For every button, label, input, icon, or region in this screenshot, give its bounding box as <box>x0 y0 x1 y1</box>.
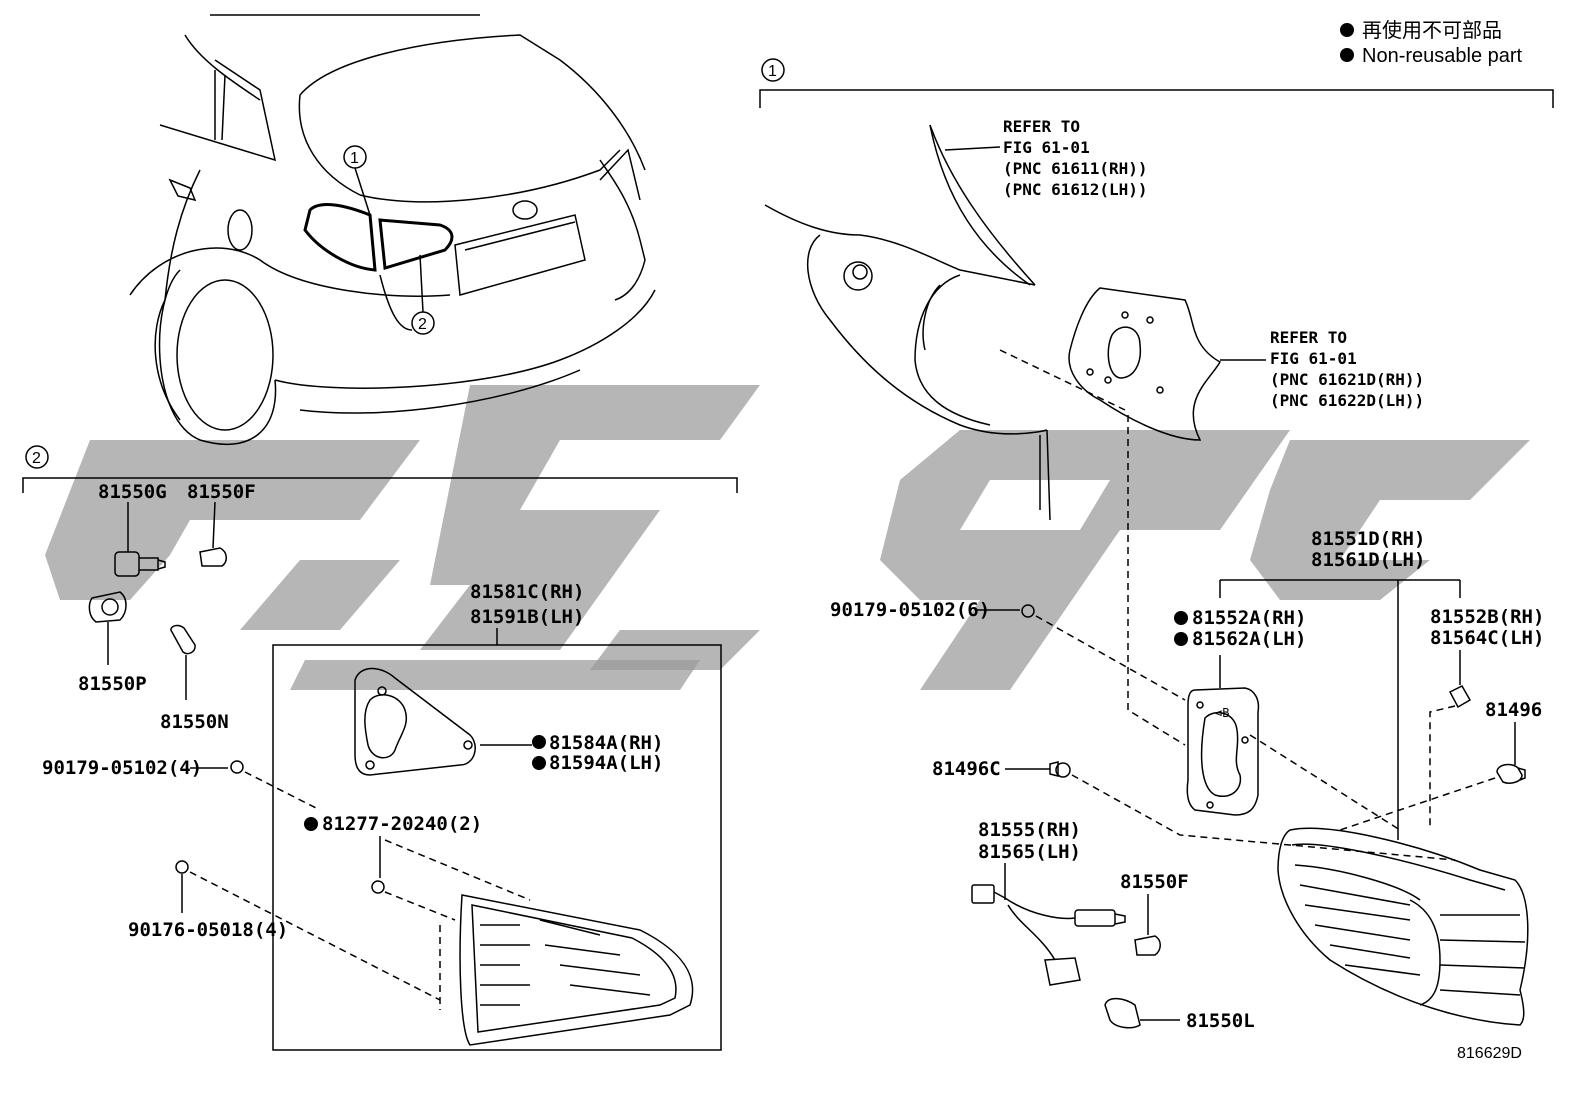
non-reusable-dot-icon <box>1340 23 1354 37</box>
ref-b-line4: (PNC 61622D(LH)) <box>1270 391 1424 410</box>
ref-a-line1: REFER TO <box>1003 117 1080 136</box>
non-reusable-dot-icon <box>304 817 318 831</box>
label-81550F-section2: 81550F <box>187 481 256 503</box>
label-81550G: 81550G <box>98 481 167 503</box>
figure-code: 816629D <box>1457 1045 1522 1062</box>
inner-lens-icon <box>459 894 694 1046</box>
label-81584A: 81584A(RH) <box>549 732 663 754</box>
non-reusable-dot-icon <box>532 735 546 749</box>
legend-japanese: 再使用不可部品 <box>1362 19 1502 42</box>
wedge-bulb-81550F-icon <box>199 547 227 567</box>
label-81496C: 81496C <box>932 758 1001 780</box>
reference-note-b: REFER TO FIG 61-01 (PNC 61621D(RH)) (PNC… <box>1220 328 1424 410</box>
clip-81496C-icon <box>1049 761 1071 778</box>
label-81552B: 81552B(RH) <box>1430 606 1544 628</box>
label-81550P: 81550P <box>78 673 147 695</box>
screw-90176-icon <box>175 860 189 874</box>
ref-a-line3: (PNC 61611(RH)) <box>1003 159 1148 178</box>
label-90179-05102-6: 90179-05102(6) <box>830 599 990 621</box>
label-81562A: 81562A(LH) <box>1192 628 1306 650</box>
ref-b-line3: (PNC 61621D(RH)) <box>1270 370 1424 389</box>
section-1-number: 1 <box>768 63 777 80</box>
label-90176-05018-4: 90176-05018(4) <box>128 919 288 941</box>
callout-2-number: 2 <box>418 316 427 333</box>
wedge-bulb-81550F-section1-icon <box>1134 935 1161 956</box>
gasket-mark: ⊲B <box>1215 706 1229 720</box>
label-81550N: 81550N <box>160 711 229 733</box>
label-81564C: 81564C(LH) <box>1430 627 1544 649</box>
label-81552A: 81552A(RH) <box>1192 607 1306 629</box>
socket-81550P-icon <box>88 591 127 623</box>
clip-81496-icon <box>1496 763 1526 784</box>
label-81565: 81565(LH) <box>978 841 1081 863</box>
non-reusable-dot-icon <box>532 756 546 770</box>
ref-b-line2: FIG 61-01 <box>1270 349 1357 368</box>
watermark-logo <box>45 385 1530 690</box>
gasket-81552A-icon: ⊲B <box>1186 687 1260 816</box>
label-81551D: 81551D(RH) <box>1311 528 1425 550</box>
pad-81552B-icon <box>1448 685 1472 709</box>
inner-lamp-assembly: 81581C(RH) 81591B(LH) 81584A(RH) 81594A(… <box>272 581 722 1051</box>
section-2: 2 <box>22 445 738 493</box>
label-81581C: 81581C(RH) <box>470 581 584 603</box>
section-1: 1 <box>759 58 1554 108</box>
label-81555: 81555(RH) <box>978 819 1081 841</box>
outer-lamp-icon <box>1277 827 1529 1026</box>
label-81550L: 81550L <box>1186 1010 1255 1032</box>
bulb-81550L-icon <box>1104 997 1141 1029</box>
callout-1-icon <box>343 145 367 169</box>
callout-1-number: 1 <box>350 150 359 167</box>
reference-note-a: REFER TO FIG 61-01 (PNC 61611(RH)) (PNC … <box>944 117 1148 199</box>
section-2-number: 2 <box>32 450 41 467</box>
assembly-frame <box>272 644 722 1051</box>
label-81496: 81496 <box>1485 699 1542 721</box>
bulb-81550N-icon <box>170 624 196 655</box>
legend: 再使用不可部品 Non-reusable part <box>1340 19 1523 67</box>
screw-90179-section1-icon <box>1021 604 1035 618</box>
section-1-parts: 81551D(RH) 81561D(LH) 90179-05102(6) 815… <box>830 528 1544 1032</box>
wire-harness-icon <box>971 884 1126 986</box>
non-reusable-dot-icon <box>1340 48 1354 62</box>
section-2-parts: 81550G 81550F 81550P 81550N 90179-05102(… <box>42 481 441 1001</box>
section-1-callout-icon <box>761 58 785 82</box>
label-81277-20240: 81277-20240(2) <box>322 813 482 835</box>
ref-a-line4: (PNC 61612(LH)) <box>1003 180 1148 199</box>
legend-english: Non-reusable part <box>1362 45 1523 67</box>
callout-2-icon <box>411 311 435 335</box>
bulb-81550G-icon <box>114 551 166 577</box>
quarter-panel-illustration <box>764 124 1222 746</box>
label-81594A: 81594A(LH) <box>549 752 663 774</box>
vehicle-rear-illustration: 1 2 <box>129 14 656 445</box>
nut-81277-icon <box>371 880 385 894</box>
ref-a-line2: FIG 61-01 <box>1003 138 1090 157</box>
label-90179-05102-4: 90179-05102(4) <box>42 757 202 779</box>
non-reusable-dot-icon <box>1174 611 1188 625</box>
gasket-81584A-icon <box>354 667 476 776</box>
label-81550F-section1: 81550F <box>1120 871 1189 893</box>
non-reusable-dot-icon <box>1174 632 1188 646</box>
section-2-callout-icon <box>25 445 49 469</box>
label-81591B: 81591B(LH) <box>470 606 584 628</box>
ref-b-line1: REFER TO <box>1270 328 1347 347</box>
screw-90179-icon <box>230 760 244 774</box>
label-81561D: 81561D(LH) <box>1311 549 1425 571</box>
